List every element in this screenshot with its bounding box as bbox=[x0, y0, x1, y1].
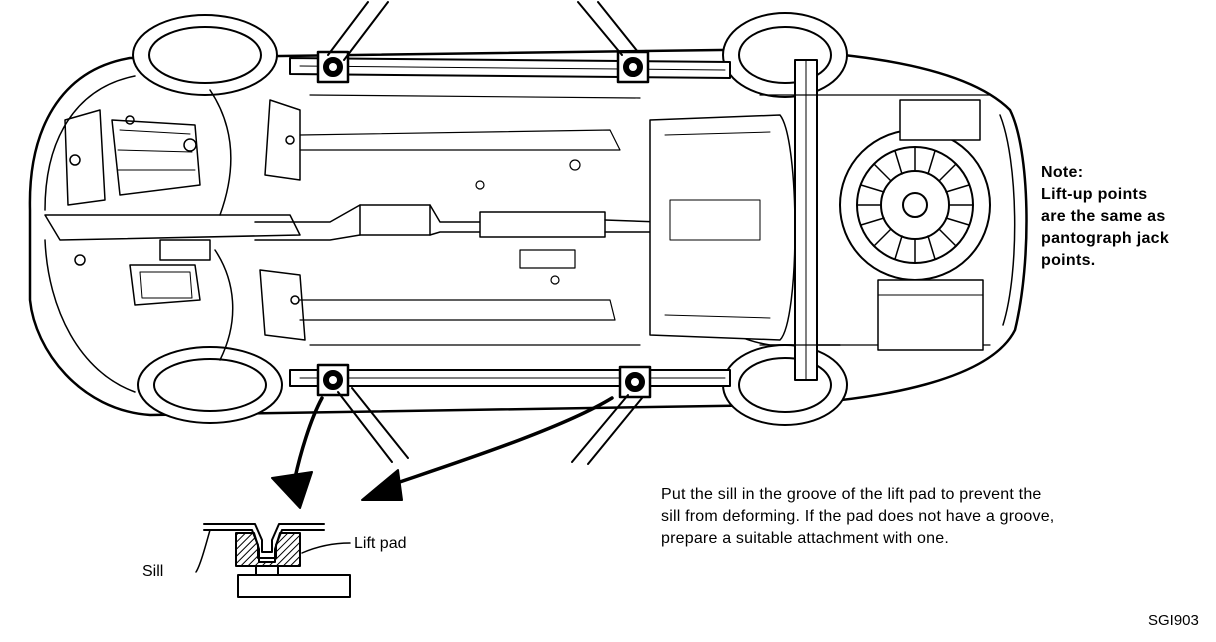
instruction-line: Put the sill in the groove of the lift p… bbox=[661, 486, 1042, 503]
note-line: pantograph jack bbox=[1041, 230, 1170, 247]
instruction-line: prepare a suitable attachment with one. bbox=[661, 530, 949, 547]
left-sill bbox=[289, 57, 731, 79]
lift-arm-front-left bbox=[327, 1, 389, 61]
spare-tire bbox=[839, 129, 991, 281]
fuel-tank bbox=[649, 114, 796, 341]
rear-right-wheel bbox=[722, 344, 848, 426]
rear-storage-box bbox=[877, 99, 984, 351]
lift-arm-rear-right bbox=[571, 394, 643, 465]
instruction-text: Put the sill in the groove of the lift p… bbox=[661, 484, 1206, 550]
rear-left-wheel bbox=[722, 12, 848, 98]
lift-pad-label: Lift pad bbox=[354, 535, 407, 552]
floor-panel bbox=[299, 94, 641, 346]
sill-lift-pad-detail bbox=[195, 523, 351, 598]
front-right-wheel bbox=[137, 346, 283, 424]
lift-point-front-left bbox=[316, 50, 350, 84]
lift-point-rear-right bbox=[618, 365, 652, 399]
arrow-front-right-to-detail bbox=[271, 396, 324, 509]
engine-compartment bbox=[44, 89, 306, 361]
note-text: Note: Lift-up points are the same as pan… bbox=[1041, 162, 1211, 272]
lift-point-front-right bbox=[316, 363, 350, 397]
arrow-rear-right-to-detail bbox=[361, 396, 614, 501]
right-sill bbox=[289, 369, 731, 387]
sill-label: Sill bbox=[142, 563, 164, 580]
front-left-wheel bbox=[132, 14, 278, 96]
car-body-outline bbox=[28, 48, 1028, 417]
lift-arm-front-right bbox=[337, 387, 409, 463]
instruction-line: sill from deforming. If the pad does not… bbox=[661, 508, 1055, 525]
lift-point-rear-left bbox=[616, 50, 650, 84]
lift-arm-rear-left bbox=[577, 1, 639, 56]
note-line: points. bbox=[1041, 252, 1096, 269]
note-line: are the same as bbox=[1041, 208, 1166, 225]
rear-axle bbox=[759, 59, 991, 381]
note-line: Note: bbox=[1041, 164, 1084, 181]
figure-code: SGI903 bbox=[1148, 612, 1199, 629]
note-line: Lift-up points bbox=[1041, 186, 1148, 203]
